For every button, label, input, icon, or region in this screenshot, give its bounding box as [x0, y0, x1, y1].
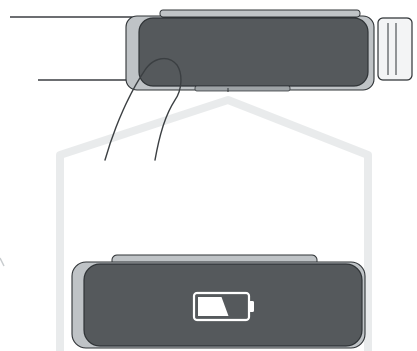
edge-mark — [0, 258, 4, 266]
buckle-clasp — [378, 18, 412, 80]
band-device-top — [126, 10, 374, 92]
band-strap — [10, 17, 140, 80]
